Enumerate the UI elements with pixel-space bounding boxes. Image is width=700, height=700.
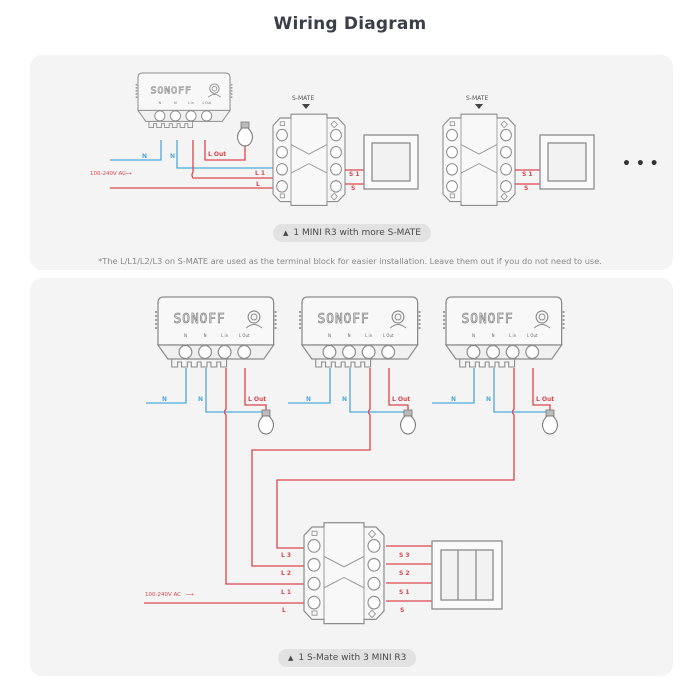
top-supply-arrow: ⟶	[124, 171, 132, 177]
bottom-neutral-out-wire-1	[205, 368, 264, 413]
bottom-label-n-in-3: N	[451, 396, 456, 403]
bottom-label-lout-2: L Out	[392, 396, 410, 403]
bottom-caption-text: 1 S-Mate with 3 MINI R3	[298, 653, 407, 663]
bottom-neutral-out-wire-2	[349, 368, 406, 413]
bottom-minir3-device-2	[299, 296, 421, 368]
bottom-neutral-in-wire-2	[288, 368, 331, 404]
bottom-label-l3: L 3	[281, 552, 291, 559]
bottom-label-s1: S 1	[399, 589, 410, 596]
bottom-lout-wire-2	[388, 368, 409, 412]
bottom-label-s2: S 2	[399, 570, 410, 577]
bottom-label-n-in-2: N	[306, 396, 311, 403]
bottom-label-l1: L 1	[281, 589, 291, 596]
top-smate-unit-2	[442, 113, 516, 206]
top-minir3-device	[135, 72, 233, 129]
top-supply-label: 100-240V AC	[90, 171, 126, 177]
bottom-label-l2: L 2	[281, 570, 291, 577]
bottom-minir3-device-3	[443, 296, 565, 368]
bottom-neutral-in-wire-1	[146, 368, 187, 404]
triangle-up-icon: ▲	[288, 654, 294, 662]
top-wall-switch-1	[363, 134, 419, 190]
top-l1-wire	[191, 140, 273, 179]
bottom-label-s3: S 3	[399, 552, 410, 559]
top-neutral-out-wire	[176, 140, 273, 169]
bottom-l2-wire	[251, 368, 371, 567]
bottom-label-lout-3: L Out	[536, 396, 554, 403]
bottom-minir3-device-1	[155, 296, 277, 368]
bottom-bulb-icon-2	[400, 409, 416, 435]
top-label-s1-1: S 1	[349, 171, 360, 178]
more-indicator: • • •	[622, 156, 659, 172]
bottom-neutral-out-wire-3	[493, 368, 548, 413]
top-neutral-in-wire	[110, 140, 162, 161]
bottom-smate-unit	[303, 522, 385, 625]
top-wall-switch-2	[539, 134, 595, 190]
top-section-caption[interactable]: ▲ 1 MINI R3 with more S-MATE	[273, 224, 431, 242]
bottom-l3-wire	[276, 368, 515, 549]
top-label-n-in: N	[142, 153, 147, 160]
bottom-bulb-icon-1	[258, 409, 274, 435]
bottom-l1-wire	[223, 368, 318, 585]
bottom-label-n-out-2: N	[342, 396, 347, 403]
bottom-bulb-icon-3	[542, 409, 558, 435]
top-caption-text: 1 MINI R3 with more S-MATE	[293, 228, 421, 238]
smate-pointer-icon	[475, 104, 483, 109]
bottom-lout-wire-1	[244, 368, 267, 412]
top-bulb-icon	[237, 121, 253, 147]
footnote: *The L/L1/L2/L3 on S-MATE are used as th…	[98, 256, 602, 266]
bottom-supply-arrow: ⟶	[186, 592, 194, 598]
bottom-lout-wire-3	[532, 368, 551, 412]
top-smate-unit-1	[272, 113, 346, 206]
bottom-label-l: L	[282, 607, 286, 614]
page-title: Wiring Diagram	[273, 14, 427, 34]
bottom-triple-wall-switch	[431, 540, 503, 610]
bottom-section-caption[interactable]: ▲ 1 S-Mate with 3 MINI R3	[278, 649, 417, 667]
top-smate-label-2: S-MATE	[466, 95, 488, 102]
top-label-s1-2: S 1	[522, 171, 533, 178]
bottom-label-n-out-1: N	[198, 396, 203, 403]
top-label-l: L	[256, 181, 260, 188]
smate-pointer-icon	[302, 104, 310, 109]
bottom-neutral-in-wire-3	[432, 368, 475, 404]
bottom-label-n-in-1: N	[162, 396, 167, 403]
top-label-lout: L Out	[208, 151, 226, 158]
triangle-up-icon: ▲	[283, 229, 289, 237]
top-lout-wire	[204, 140, 246, 161]
top-label-n-out: N	[170, 153, 175, 160]
bottom-supply-label: 100-240V AC	[145, 592, 181, 598]
top-smate-label-1: S-MATE	[292, 95, 314, 102]
bottom-label-s: S	[400, 607, 404, 614]
bottom-label-n-out-3: N	[486, 396, 491, 403]
top-label-l1: L 1	[255, 170, 265, 177]
top-label-s-2: S	[524, 185, 528, 192]
top-label-s-1: S	[351, 185, 355, 192]
bottom-label-lout-1: L Out	[248, 396, 266, 403]
